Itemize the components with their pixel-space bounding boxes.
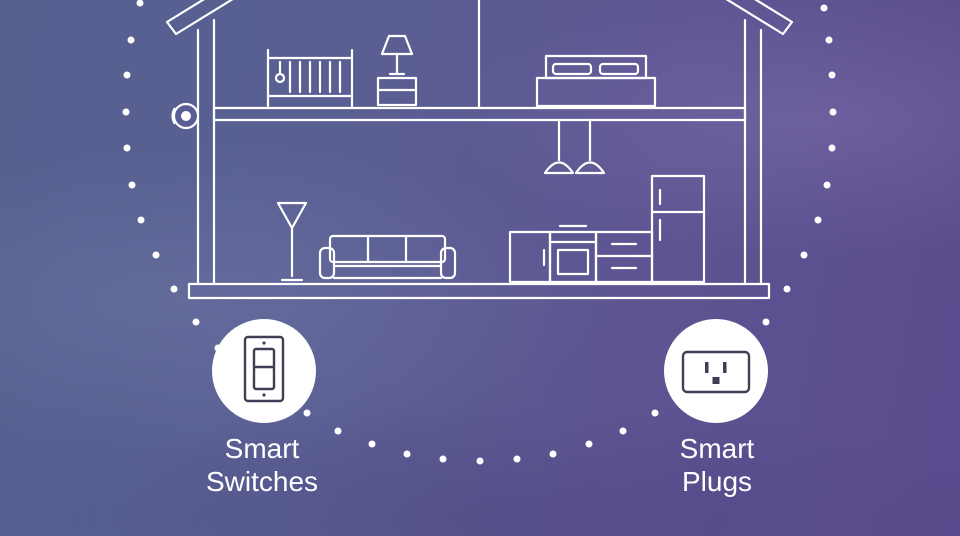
smart-switches-line2: Switches bbox=[205, 466, 319, 497]
smart-switches-line1: Smart bbox=[224, 433, 300, 464]
crib-icon bbox=[266, 48, 354, 108]
smart-plugs-line1: Smart bbox=[679, 433, 755, 464]
kitchen-icon bbox=[508, 174, 706, 284]
light-switch-icon bbox=[243, 335, 285, 403]
dotted-arc bbox=[122, 0, 837, 465]
house-walls bbox=[196, 0, 763, 286]
ground-floor bbox=[187, 282, 771, 300]
pendant-lights-icon bbox=[543, 118, 606, 175]
nightstand-lamp-icon bbox=[376, 34, 418, 107]
floor-lamp-icon bbox=[276, 201, 308, 282]
bed-icon bbox=[535, 54, 657, 108]
smart-plugs-badge[interactable] bbox=[664, 319, 768, 423]
house-roof bbox=[165, 0, 794, 36]
sofa-icon bbox=[318, 234, 457, 280]
smart-switches-badge[interactable] bbox=[212, 319, 316, 423]
security-camera-icon bbox=[171, 102, 200, 130]
power-outlet-icon bbox=[681, 350, 751, 394]
smart-plugs-caption: Smart Plugs bbox=[617, 432, 817, 498]
upper-floor bbox=[212, 106, 747, 122]
smart-switches-caption: Smart Switches bbox=[162, 432, 362, 498]
smart-plugs-line2: Plugs bbox=[681, 466, 753, 497]
